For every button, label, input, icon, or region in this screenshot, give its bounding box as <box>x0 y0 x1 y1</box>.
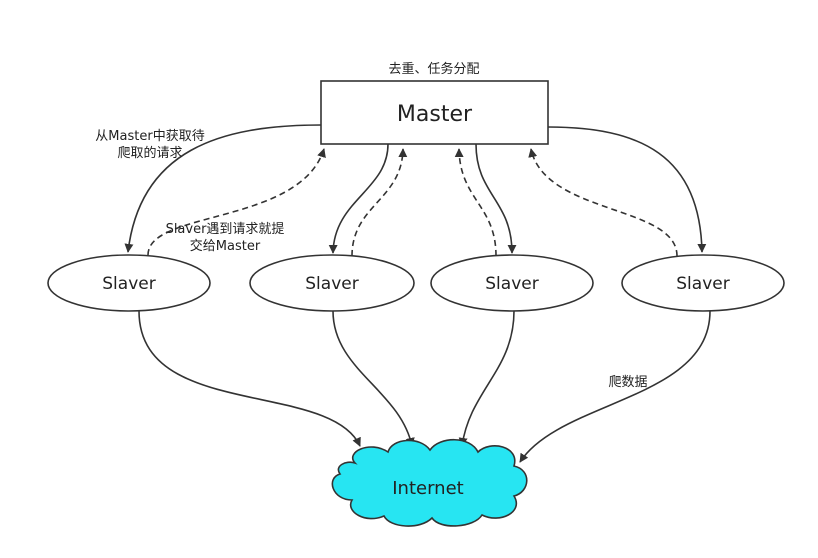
edge-slave-4-to-master <box>528 148 678 257</box>
edge-master-to-slave-3 <box>475 143 517 254</box>
slave-label-3: Slaver <box>485 274 538 294</box>
edge-slave-2-to-internet <box>332 310 415 447</box>
annotation-get-request-line1: 从Master中获取待 <box>95 129 204 144</box>
slave-node-4 <box>621 254 785 312</box>
annotation-get-request-line2: 爬取的请求 <box>117 145 182 161</box>
edge-master-to-slave-2 <box>328 143 389 254</box>
slave-node-2 <box>249 254 415 312</box>
master-label: Master <box>397 102 473 127</box>
edge-master-to-slave-1 <box>124 124 322 253</box>
annotation-crawl: 爬数据 <box>608 375 647 390</box>
edge-slave-1-to-master <box>147 148 326 256</box>
slave-node-3 <box>430 254 594 312</box>
edge-slave-3-to-internet <box>458 310 515 447</box>
annotation-submit-request-line2: 交给Master <box>190 238 261 254</box>
edge-slave-4-to-internet <box>519 310 711 463</box>
master-box <box>320 80 549 145</box>
internet-label: Internet <box>392 478 463 499</box>
edge-slave-3-to-master <box>454 148 497 257</box>
edge-slave-2-to-master <box>351 148 408 257</box>
master-caption: 去重、任务分配 <box>388 61 479 77</box>
edge-master-to-slave-4 <box>547 126 707 253</box>
annotation-submit-request-line1: Slaver遇到请求就提 <box>166 221 285 237</box>
slave-label-2: Slaver <box>305 274 358 294</box>
slave-label-1: Slaver <box>102 274 155 294</box>
slave-node-1 <box>47 254 211 312</box>
edge-slave-1-to-internet <box>138 310 361 447</box>
internet-cloud-icon <box>331 439 528 527</box>
slave-label-4: Slaver <box>676 274 729 294</box>
